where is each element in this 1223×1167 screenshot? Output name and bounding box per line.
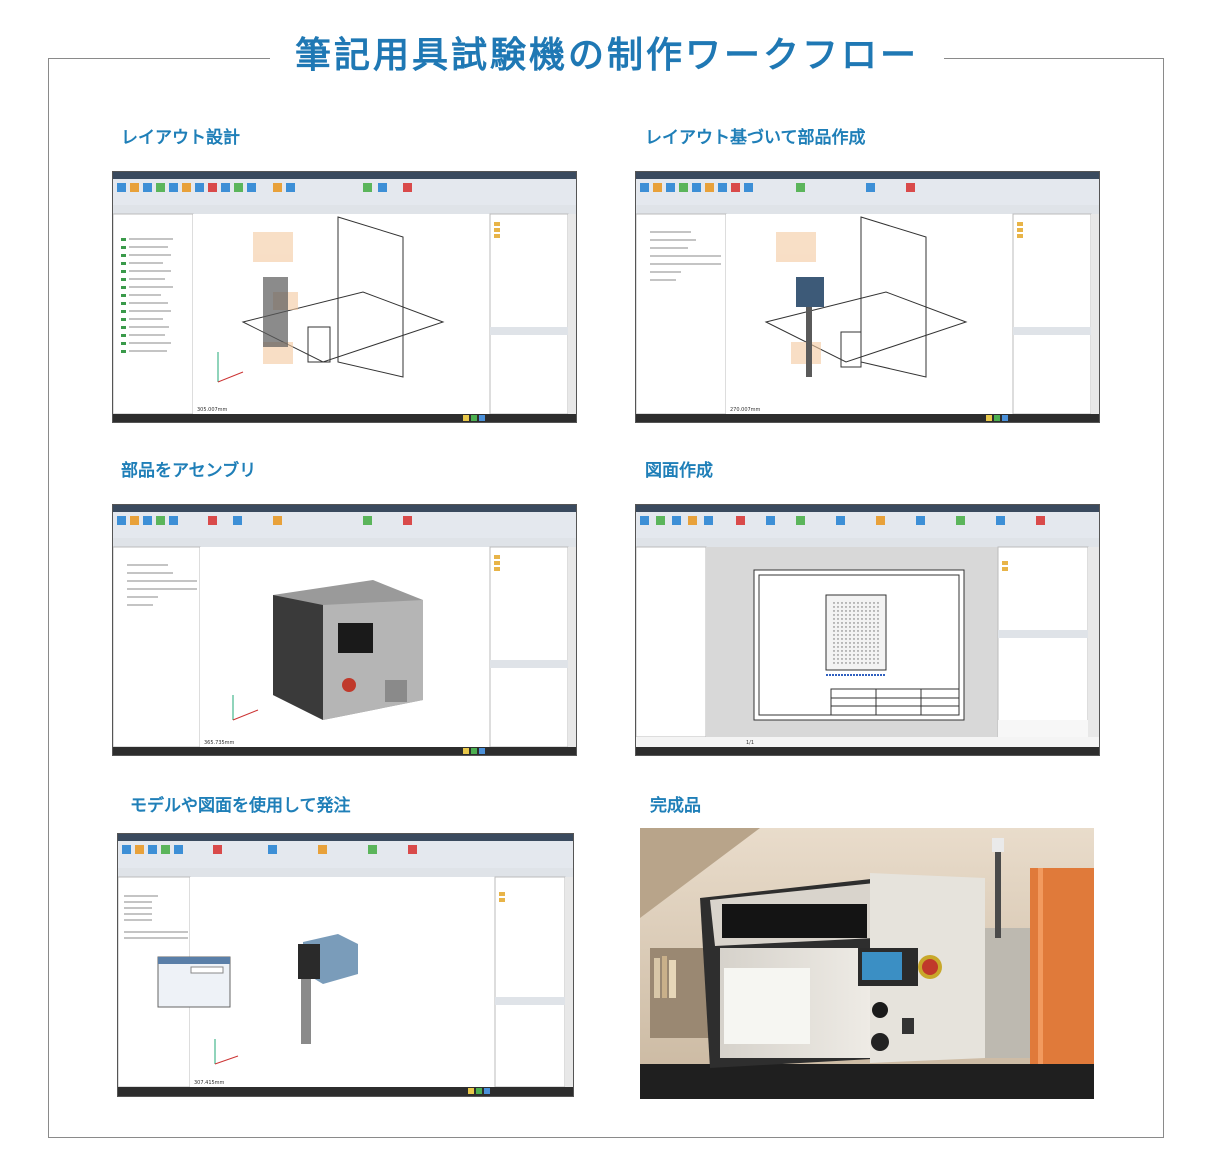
content-frame bbox=[48, 58, 1164, 1138]
cad-screenshot-layout: 305.007mm bbox=[113, 172, 576, 422]
cad-screenshot-assembly: 365.735mm bbox=[113, 505, 576, 755]
step-label-drawing: 図面作成 bbox=[645, 461, 713, 481]
svg-text:270.007mm: 270.007mm bbox=[730, 407, 761, 413]
svg-text:305.007mm: 305.007mm bbox=[197, 407, 228, 413]
frame-top-left-line bbox=[48, 58, 270, 59]
step-label-assembly: 部品をアセンブリ bbox=[121, 461, 257, 481]
frame-top-right-line bbox=[944, 58, 1164, 59]
svg-text:307.415mm: 307.415mm bbox=[194, 1080, 225, 1086]
cad-screenshot-ordering: 307.415mm bbox=[118, 834, 573, 1096]
cad-screenshot-parts: 270.007mm bbox=[636, 172, 1099, 422]
cad-screenshot-drawing: 1/1 bbox=[636, 505, 1099, 755]
step-label-ordering: モデルや図面を使用して発注 bbox=[130, 796, 351, 816]
finished-product-photo bbox=[640, 828, 1094, 1099]
step-label-part-creation: レイアウト基づいて部品作成 bbox=[645, 128, 866, 148]
page-title: 筆記用具試験機の制作ワークフロー bbox=[294, 35, 919, 76]
step-label-layout-design: レイアウト設計 bbox=[121, 128, 240, 148]
step-label-finished-product: 完成品 bbox=[650, 796, 701, 816]
svg-text:1/1: 1/1 bbox=[746, 740, 754, 746]
svg-text:365.735mm: 365.735mm bbox=[204, 740, 235, 746]
